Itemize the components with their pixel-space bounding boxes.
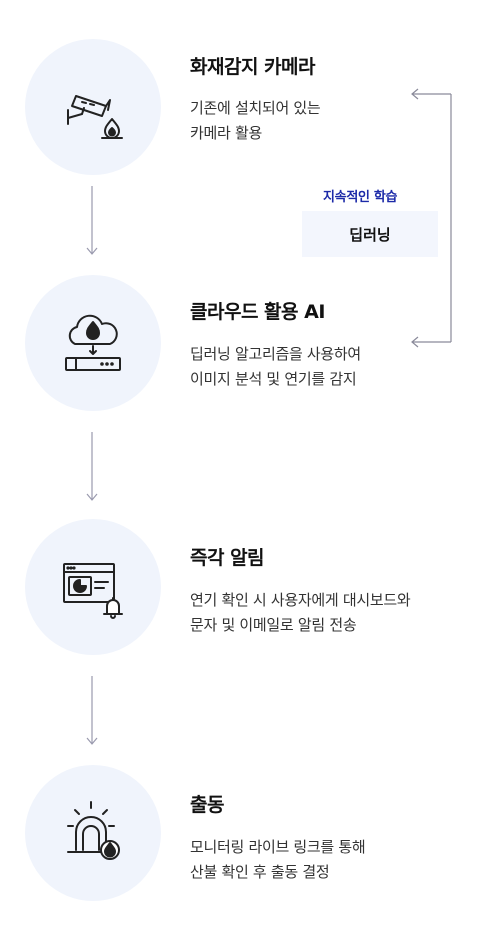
deep-learning-box: 딥러닝 — [302, 211, 438, 257]
continuous-learning-label: 지속적인 학습 — [323, 190, 398, 205]
step-2-desc-line-2: 이미지 분석 및 연기를 감지 — [190, 370, 357, 388]
down-arrow-3 — [86, 676, 98, 745]
step-4-desc-line-2: 산불 확인 후 출동 결정 — [190, 863, 330, 881]
cloud-server-fire-icon — [65, 314, 121, 371]
feedback-loop-arrow — [411, 88, 452, 348]
step-1-icon-circle — [25, 39, 161, 175]
step-4-description: 모니터링 라이브 링크를 통해 산불 확인 후 출동 결정 — [190, 835, 366, 885]
step-3-title: 즉각 알림 — [190, 547, 265, 569]
step-4-title: 출동 — [190, 794, 224, 816]
down-arrow-2 — [86, 432, 98, 501]
step-3-description: 연기 확인 시 사용자에게 대시보드와 문자 및 이메일로 알림 전송 — [190, 588, 411, 638]
step-4-desc-line-1: 모니터링 라이브 링크를 통해 — [190, 838, 366, 856]
step-2-desc-line-1: 딥러닝 알고리즘을 사용하여 — [190, 345, 361, 363]
step-3-desc-line-1: 연기 확인 시 사용자에게 대시보드와 — [190, 591, 411, 609]
cctv-fire-icon — [67, 95, 123, 139]
step-4-icon-circle — [25, 765, 161, 901]
down-arrow-1 — [86, 186, 98, 255]
step-1-desc-line-1: 기존에 설치되어 있는 — [190, 99, 321, 117]
siren-fire-icon — [67, 801, 120, 860]
step-3-desc-line-2: 문자 및 이메일로 알림 전송 — [190, 616, 357, 634]
dashboard-bell-icon — [63, 563, 123, 619]
step-2-description: 딥러닝 알고리즘을 사용하여 이미지 분석 및 연기를 감지 — [190, 342, 361, 392]
step-1-title: 화재감지 카메라 — [190, 56, 315, 78]
step-1-desc-line-2: 카메라 활용 — [190, 124, 262, 142]
step-2-title: 클라우드 활용 AI — [190, 301, 325, 323]
step-2-icon-circle — [25, 275, 161, 411]
step-1-description: 기존에 설치되어 있는 카메라 활용 — [190, 96, 321, 146]
step-3-icon-circle — [25, 519, 161, 655]
